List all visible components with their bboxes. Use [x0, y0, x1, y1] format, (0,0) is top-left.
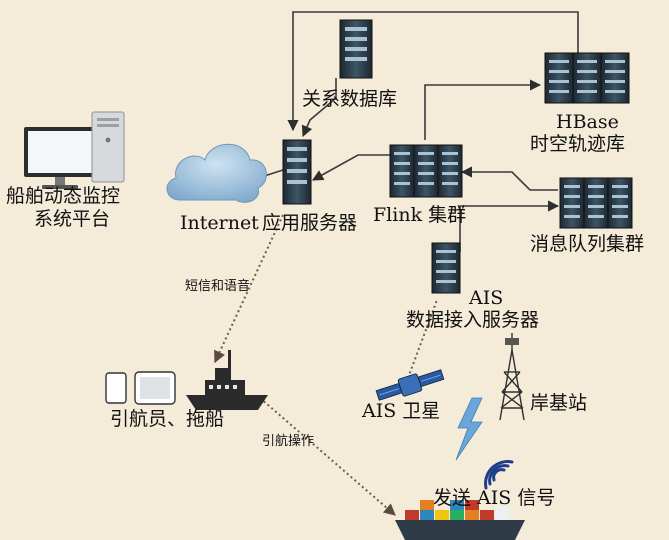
ais-to-mq-line — [459, 200, 560, 252]
flink-to-app-line — [312, 154, 395, 181]
shore-station-label: 岸基站 — [530, 392, 588, 414]
mq-server-cluster-icon — [559, 177, 633, 229]
flink-server-cluster-icon — [389, 144, 463, 198]
phone-icon — [105, 372, 127, 404]
app-server-icon — [282, 139, 312, 205]
app-server-label: 应用服务器 — [262, 212, 358, 234]
cloud-icon — [166, 143, 267, 203]
monitor-platform-label-line1: 船舶动态监控 — [6, 185, 121, 207]
ais-server-label-line1: AIS — [469, 287, 504, 309]
wifi-signal-icon — [484, 460, 514, 490]
relational-db-label: 关系数据库 — [302, 88, 398, 110]
tablet-icon — [134, 371, 176, 405]
connection-lines — [257, 11, 579, 252]
internet-label: Internet — [180, 212, 259, 234]
pilot-operation-label: 引航操作 — [262, 434, 315, 449]
satellite-icon — [375, 369, 445, 401]
flink-to-hbase-line — [424, 79, 542, 140]
pilot-tug-label: 引航员、拖船 — [110, 408, 225, 430]
desktop-computer-icon — [24, 111, 125, 189]
lightning-icon — [455, 397, 483, 461]
monitor-platform-label-line2: 系统平台 — [34, 208, 111, 230]
tugboat-icon — [186, 350, 268, 410]
mq-to-flink-line — [460, 166, 558, 191]
sms-voice-label: 短信和语音 — [185, 279, 251, 294]
ais-satellite-label: AIS 卫星 — [362, 400, 441, 422]
ais-server-icon — [431, 242, 461, 294]
flink-cluster-label: Flink 集群 — [373, 204, 467, 226]
send-ais-label: 发送 AIS 信号 — [433, 487, 556, 509]
hbase-label-line2: 时空轨迹库 — [530, 133, 626, 155]
mq-cluster-label: 消息队列集群 — [530, 233, 645, 255]
rdb-to-app-line — [301, 78, 337, 138]
relational-db-server-icon — [339, 19, 373, 79]
container-ship-icon — [395, 500, 525, 540]
sms-voice-line — [214, 214, 284, 364]
dotted-lines — [214, 214, 438, 516]
satellite-to-ais-line — [407, 299, 438, 379]
hbase-label-line1: HBase — [556, 111, 619, 133]
ais-server-label-line2: 数据接入服务器 — [406, 309, 540, 331]
hbase-server-cluster-icon — [544, 52, 630, 104]
hbase-to-app-line — [287, 11, 579, 132]
radio-tower-icon — [499, 333, 525, 421]
